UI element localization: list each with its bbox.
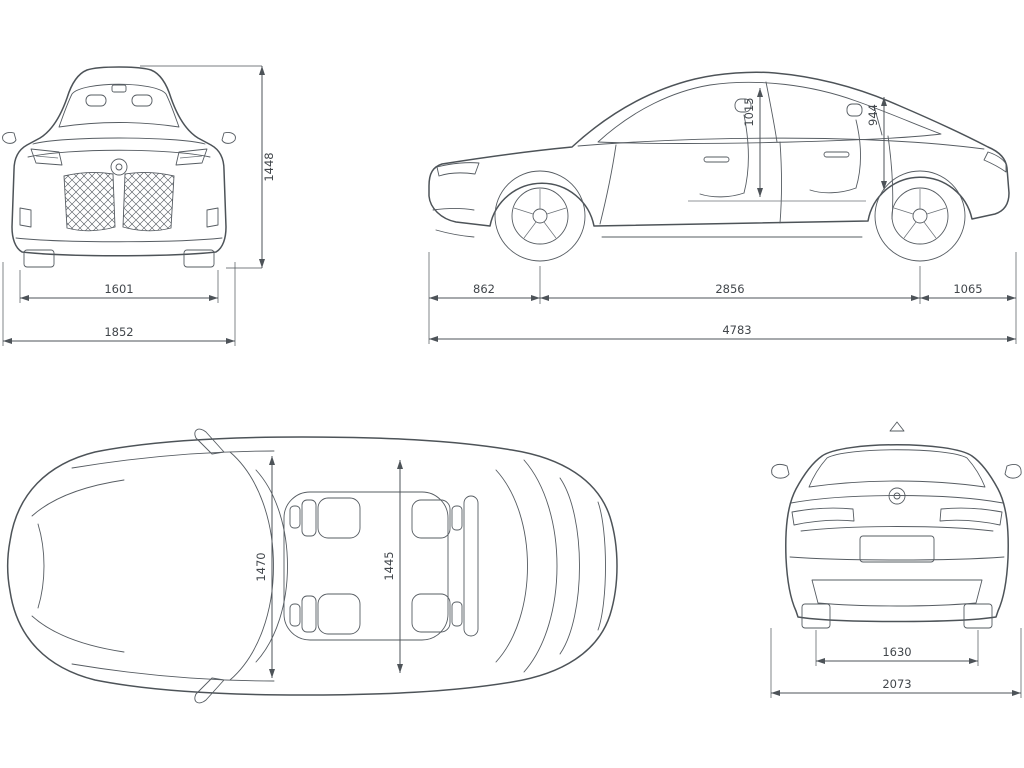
side-body-outline [428, 71, 1010, 227]
headrest-left [85, 94, 107, 107]
overall-length-label: 4783 [722, 323, 751, 337]
decklid-line [559, 477, 580, 655]
front-overhang-label: 862 [473, 282, 495, 296]
windshield [58, 83, 180, 128]
rear-mirror-left [771, 463, 790, 479]
front-interior-height-dimension: 1015 [742, 88, 763, 197]
front-body-outline [11, 66, 227, 257]
tail-line [597, 501, 606, 631]
front-track-dimension: 1601 [19, 270, 219, 303]
front-width-label: 1852 [104, 325, 133, 339]
kidney-grille-left [63, 171, 116, 232]
rear-view: 1630 2073 [770, 421, 1022, 698]
taillight-right [939, 507, 1003, 526]
front-seat [699, 98, 752, 198]
rear-bumper-crease [789, 556, 1005, 561]
mirror-bottom [194, 677, 225, 704]
rear-window-front-arc [495, 469, 528, 663]
rear-mirror-right [1004, 463, 1022, 479]
headlight-right [175, 148, 208, 166]
roof-panel [283, 491, 449, 641]
rear-interior-width-dimension: 1445 [382, 460, 403, 673]
brand-roundel-inner [115, 163, 123, 171]
side-view: 1015 944 862 2856 1065 4783 [428, 71, 1017, 344]
taillight-left [791, 507, 855, 526]
hood-crease-upper [32, 137, 206, 145]
rear-seat [809, 103, 863, 194]
trunk-line [800, 526, 994, 532]
front-seats-top [289, 497, 361, 635]
rear-body-outline [785, 444, 1009, 623]
rearview-mirror [111, 84, 127, 93]
front-height-dimension: 1448 [140, 65, 276, 269]
front-wheel-right [183, 249, 215, 268]
rear-window-base-arc [523, 459, 558, 673]
headlight-left [30, 148, 63, 166]
license-plate [859, 535, 935, 563]
bumper-crease [15, 237, 223, 243]
diffuser [811, 579, 983, 607]
front-interior-width-dimension: 1470 [254, 456, 275, 678]
hood-cut-bottom [71, 663, 275, 682]
hood-cut-top [71, 450, 275, 469]
beltline [577, 137, 985, 150]
nose-contour-bottom [31, 615, 125, 653]
headlight-right-detail [179, 155, 203, 159]
rear-roundel-inner [893, 492, 901, 500]
mirror-top [194, 428, 225, 455]
front-track-label: 1601 [104, 282, 133, 296]
rear-wheel-left [801, 603, 831, 629]
front-wheel-left [23, 249, 55, 268]
side-mirror-right [221, 132, 236, 144]
rear-door-line [887, 135, 894, 220]
rear-width-mirrors-label: 2073 [882, 677, 911, 691]
air-intake-left [19, 207, 32, 228]
glasshouse-outline [597, 81, 942, 144]
front-wheel [494, 170, 586, 262]
front-door-handle [703, 156, 730, 163]
front-height-label: 1448 [262, 152, 276, 181]
side-mirror-left [2, 132, 17, 144]
air-intake-right [206, 207, 219, 228]
rear-roundel [888, 487, 906, 505]
taillight-side [983, 151, 1007, 173]
rear-wheel [874, 170, 966, 262]
rear-interior-height-dimension: 944 [866, 97, 887, 190]
top-view: 1470 1445 [7, 428, 618, 704]
side-headlight [436, 162, 480, 177]
rear-track-label: 1630 [882, 645, 911, 659]
front-door-line [599, 144, 617, 225]
rear-seats-top [411, 495, 479, 637]
rear-wheel-right [963, 603, 993, 629]
front-trunk-line [37, 523, 45, 609]
hood-crease-lower [27, 149, 211, 158]
rear-windshield [808, 449, 986, 488]
wheelbase-label: 2856 [715, 282, 744, 296]
rear-interior-height-label: 944 [866, 104, 880, 126]
antenna-fin [889, 421, 905, 432]
length-dimensions: 862 2856 1065 4783 [428, 252, 1017, 344]
front-bumper-intake [435, 229, 475, 238]
kidney-grille-right [122, 171, 175, 232]
rear-overhang-label: 1065 [953, 282, 982, 296]
rear-width-dimension: 2073 [770, 628, 1022, 698]
rear-interior-width-label: 1445 [382, 551, 396, 580]
front-view: 1448 1601 1852 [2, 65, 276, 346]
nose-contour-top [31, 479, 125, 517]
headrest-right [131, 94, 153, 107]
front-bumper-line [432, 208, 475, 211]
front-interior-width-label: 1470 [254, 552, 268, 581]
rear-door-handle [823, 151, 850, 158]
brand-roundel [110, 158, 128, 176]
headlight-left-detail [35, 155, 59, 159]
rear-track-dimension: 1630 [815, 630, 979, 666]
front-width-dimension: 1852 [2, 262, 236, 346]
front-interior-height-label: 1015 [742, 97, 756, 126]
door-separation-line [779, 141, 782, 224]
b-pillar [765, 81, 778, 143]
shoulder-line [790, 495, 1004, 504]
top-body-outline [7, 436, 618, 696]
